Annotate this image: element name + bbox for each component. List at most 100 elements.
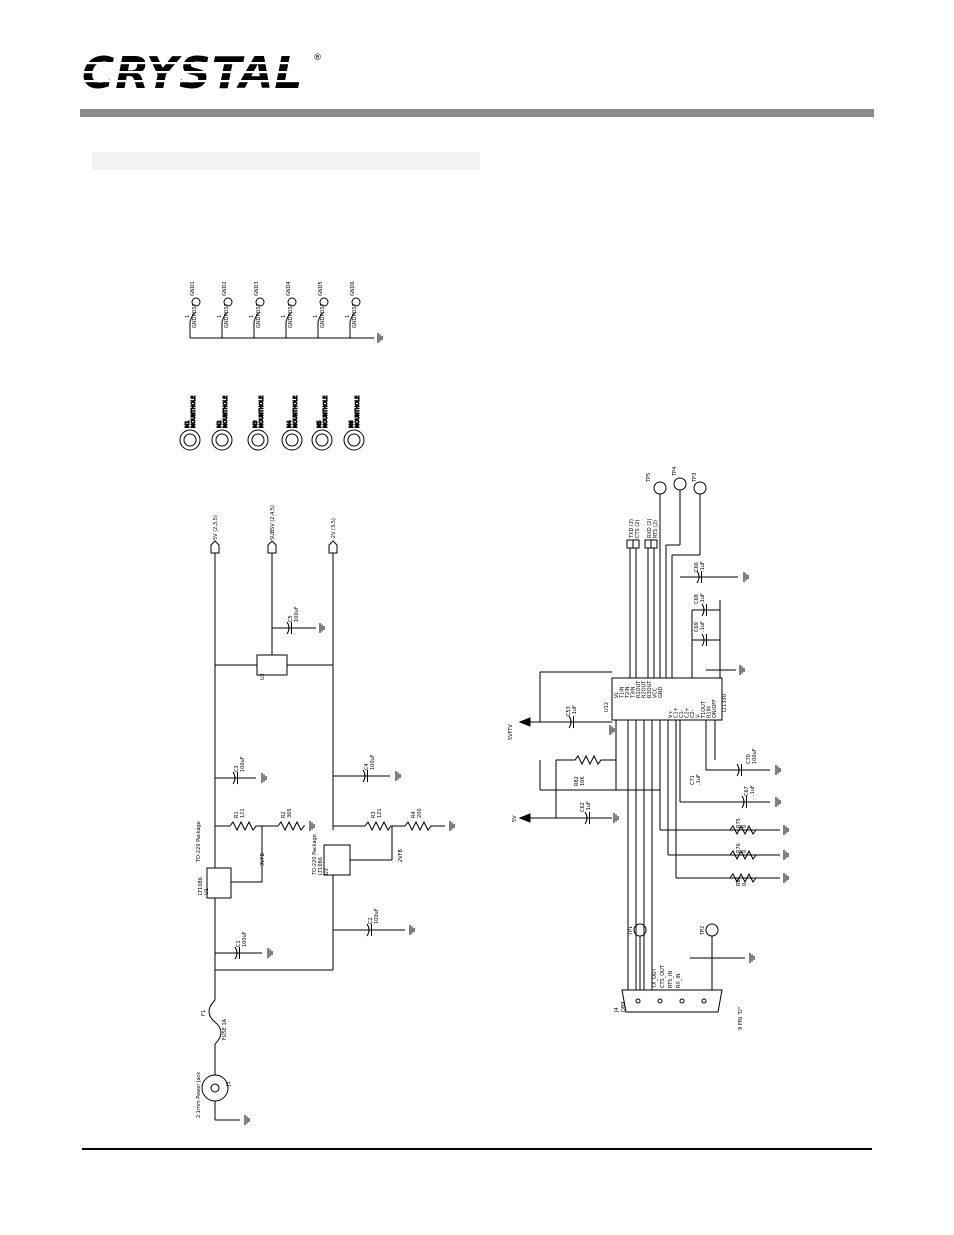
tp2-label: TP2 [700, 926, 706, 936]
r2-ref: R2 [281, 811, 287, 818]
gnd-post-arc [285, 311, 293, 323]
net-cts-out: CTS_OUT [660, 964, 666, 988]
u12-left-pin-label: R1OUT [636, 680, 642, 698]
u12-left-pin-label: T2IN [625, 686, 631, 699]
c71-ref: C71 [690, 775, 696, 785]
mount-hole-part: MOUNTHOLE [223, 396, 229, 428]
r1-value: 121 [240, 808, 246, 818]
net-3vfb: 3VFB [260, 853, 266, 866]
gnd-post-pin: 1 [313, 315, 319, 318]
gnd-post-pad [287, 297, 297, 307]
gnd-post-pin: 1 [345, 315, 351, 318]
net-rts-in: RTS_IN [668, 971, 674, 988]
gnd-post-arc [349, 311, 357, 323]
u12-right-pin-label: R1IN [707, 706, 713, 718]
mount-hole-ref: M4 [287, 421, 293, 429]
gnd-post-pad [319, 297, 329, 307]
gnd-post-ref: GND2 [222, 281, 228, 296]
gnd-post-ref: GND1 [190, 281, 196, 296]
r3-ref: R3 [371, 811, 377, 818]
gnd-post-pad [223, 297, 233, 307]
mount-hole-ref: M1 [185, 421, 191, 429]
u3-package: TO-220 Package [312, 834, 318, 876]
mount-hole-ref: M5 [317, 421, 323, 429]
u12-right-pin-label: C1+ [674, 707, 680, 718]
gnd-post-pin: 1 [185, 315, 191, 318]
gnd-post-pad [255, 297, 265, 307]
u12-right-pin-label: V+ [668, 710, 674, 718]
r82-value: 10K [580, 776, 586, 786]
gnd-post-ref: GND6 [350, 281, 356, 296]
jack-ref: J1 [226, 1081, 232, 1087]
gnd-post-pin: 1 [217, 315, 223, 318]
r1-ref: R1 [234, 811, 240, 818]
bus-label-cts: CTS (2) [635, 520, 641, 538]
header-rule [80, 109, 874, 117]
tp3-label: TP3 [692, 473, 698, 483]
r3-value: 121 [377, 808, 383, 818]
mount-hole-part: MOUNTHOLE [259, 396, 265, 428]
u12-right-pin-label: C1- [679, 709, 685, 718]
gnd-post-ref: GND3 [254, 281, 260, 296]
r75-value: 0 [742, 825, 748, 828]
u12-right-pin-label: ON/OFF [712, 699, 718, 718]
gnd-post-pad [351, 297, 361, 307]
gnd-post-ref: GND4 [286, 281, 292, 296]
connector-subsv-label: SUBSV (2,4,5) [270, 505, 276, 540]
r76-value: 0 [742, 850, 748, 853]
c5-ref: C5 [288, 615, 294, 622]
u2-ref: U2 [260, 673, 266, 680]
u12-right-pin-label: C2+ [685, 707, 691, 718]
net-tx-out: TX_OUT [652, 967, 658, 989]
u1-package: TO-220 Package [196, 821, 202, 863]
c1-value: 100uF [242, 931, 248, 947]
c68-value: .1uF [700, 593, 706, 604]
connector-neg2v-label: -2V (3,5) [331, 518, 337, 540]
r4-ref: R4 [411, 811, 417, 818]
c69-value: .1uF [700, 621, 706, 632]
mount-hole-ref: M2 [217, 421, 223, 429]
gnd-post-arc [317, 311, 325, 323]
c2-value: 100uF [374, 908, 380, 924]
jack-label: 2.1mm Power Jack [196, 1072, 202, 1118]
gnd-post-part: GNDPOST [224, 302, 230, 328]
section-title [92, 152, 480, 170]
fuse-label: FUSE 1A [222, 1018, 228, 1040]
mount-hole-part: MOUNTHOLE [323, 396, 329, 428]
gnd-post-pin: 1 [249, 315, 255, 318]
c71-value: .1uF [696, 774, 702, 785]
bus-label-rxd: RXD (2) [647, 519, 653, 538]
c69-ref: C69 [694, 622, 700, 632]
vl-supply-label: 5VFTV [508, 724, 514, 740]
c62-value: .1uF [586, 801, 592, 812]
c3-ref: C3 [234, 765, 240, 772]
u1-part: LT1086 [198, 877, 204, 895]
gnd-post-part: GNDPOST [288, 302, 294, 328]
fuse-ref: F1 [201, 1010, 207, 1016]
gnd-post-part: GNDPOST [320, 302, 326, 328]
bus-label-rts: RTS (2) [653, 520, 659, 538]
crystal-logo: CRYSTAL ® [80, 48, 322, 96]
u12-left-pin-label: T3IN [631, 686, 637, 699]
gnd-post-ref: GND5 [318, 281, 324, 296]
ground-pad-row [189, 297, 383, 344]
gnd-post-part: GNDPOST [352, 302, 358, 328]
c53-ref: C53 [566, 706, 572, 716]
bus-label-txd: TXD (2) [629, 519, 635, 539]
r81-value: 0 [742, 883, 748, 886]
c70-value: 100uF [752, 748, 758, 764]
u12-right-pin-label: V- [696, 713, 702, 718]
gnd-post-arc [253, 311, 261, 323]
c4-value: 100uF [370, 754, 376, 770]
c66-ref: C66 [694, 562, 700, 572]
r76-ref: R76 [736, 843, 742, 853]
c2-ref: C2 [368, 917, 374, 924]
c1-ref: C1 [236, 940, 242, 947]
power-supply-section [201, 540, 455, 1126]
rs232-section [518, 477, 789, 1013]
